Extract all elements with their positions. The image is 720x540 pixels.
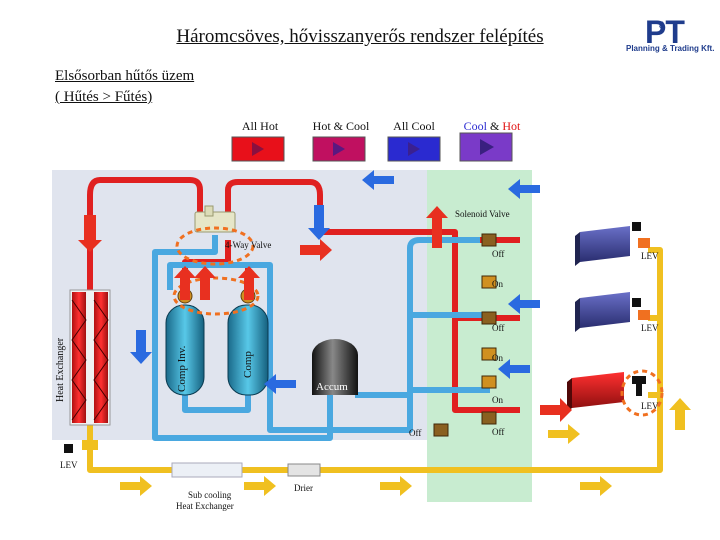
- mode-label-all-hot: All Hot: [241, 119, 279, 133]
- label-heat-exchanger: Heat Exchanger: [55, 337, 66, 402]
- outdoor-lev-valve: [64, 440, 98, 453]
- label-sub-cooling-2: Heat Exchanger: [176, 501, 234, 511]
- mode-play-icon-2: [333, 142, 345, 156]
- mode-label-amp: &: [487, 119, 503, 133]
- label-valve-off-left: Off: [409, 428, 422, 438]
- branch-valves: [433, 233, 497, 437]
- label-comp-inv: Comp Inv.: [176, 345, 188, 392]
- label-sub-cooling: Sub cooling: [188, 490, 232, 500]
- subtitle-line-2: ( Hűtés > Fűtés): [55, 89, 153, 105]
- label-four-way-valve: 4-Way Valve: [225, 240, 272, 250]
- drier: [287, 463, 321, 477]
- subtitle-line-1: Elsősorban hűtős üzem: [55, 68, 195, 84]
- label-valve-off-2: Off: [492, 323, 505, 333]
- indoor-branch-zone: [427, 170, 532, 502]
- mode-play-icon-4: [480, 139, 494, 155]
- mode-label-all-cool: All Cool: [393, 119, 435, 133]
- label-outdoor-lev: LEV: [60, 460, 78, 470]
- hot-pipe-valve-to-solenoid: [225, 179, 323, 232]
- mode-play-icon-1: [252, 142, 264, 156]
- mode-label-cool-hot: Cool & Hot: [452, 119, 532, 134]
- cold-pipe-to-indoor: [355, 237, 480, 398]
- page-title: Háromcsöves, hővisszanyerős rendszer fel…: [176, 26, 544, 47]
- label-valve-on-1: On: [492, 279, 503, 289]
- label-lev-3: LEV: [641, 401, 659, 411]
- label-valve-on-2: On: [492, 353, 503, 363]
- mode-label-hot-part: Hot: [502, 119, 521, 133]
- label-drier: Drier: [294, 483, 313, 493]
- liquid-pipe-hex-bottom: [87, 247, 663, 473]
- label-lev-1: LEV: [641, 251, 659, 261]
- cold-pipe-loop-left: [167, 262, 413, 433]
- flow-arrows: [78, 170, 691, 496]
- indoor-unit-2: [575, 292, 650, 332]
- mode-label-cool-part: Cool: [463, 119, 487, 133]
- hot-pipe-top-loop: [87, 177, 203, 290]
- label-valve-off-3: Off: [492, 427, 505, 437]
- cold-pipe-comp-bottom: [182, 392, 251, 413]
- company-logo: PT: [645, 14, 685, 50]
- heat-exchanger: [69, 289, 111, 426]
- mode-legend-boxes: [231, 132, 513, 162]
- four-way-valve: [175, 205, 255, 266]
- suction-pipes: [152, 235, 490, 441]
- label-valve-on-3: On: [492, 395, 503, 405]
- label-lev-2: LEV: [641, 323, 659, 333]
- mode-label-hot-cool: Hot & Cool: [312, 119, 370, 133]
- label-accum: Accum: [316, 381, 348, 393]
- label-valve-off-1: Off: [492, 249, 505, 259]
- label-comp: Comp: [242, 351, 254, 378]
- cold-pipe-valve-down: [152, 235, 218, 425]
- logo-ampersand: &: [659, 20, 666, 30]
- page-subtitle: Elsősorban hűtős üzem ( Hűtés > Fűtés): [55, 66, 194, 108]
- logo-text: Planning & Trading Kft.: [626, 44, 715, 53]
- label-solenoid-valve: Solenoid Valve: [455, 209, 510, 219]
- accumulator: [312, 339, 358, 395]
- indoor-unit-3: [567, 369, 664, 417]
- cold-pipe-to-comp: [152, 395, 333, 441]
- indoor-unit-1: [575, 222, 650, 266]
- mode-play-icon-3: [408, 142, 420, 156]
- sub-cooling-exchanger: [171, 462, 243, 478]
